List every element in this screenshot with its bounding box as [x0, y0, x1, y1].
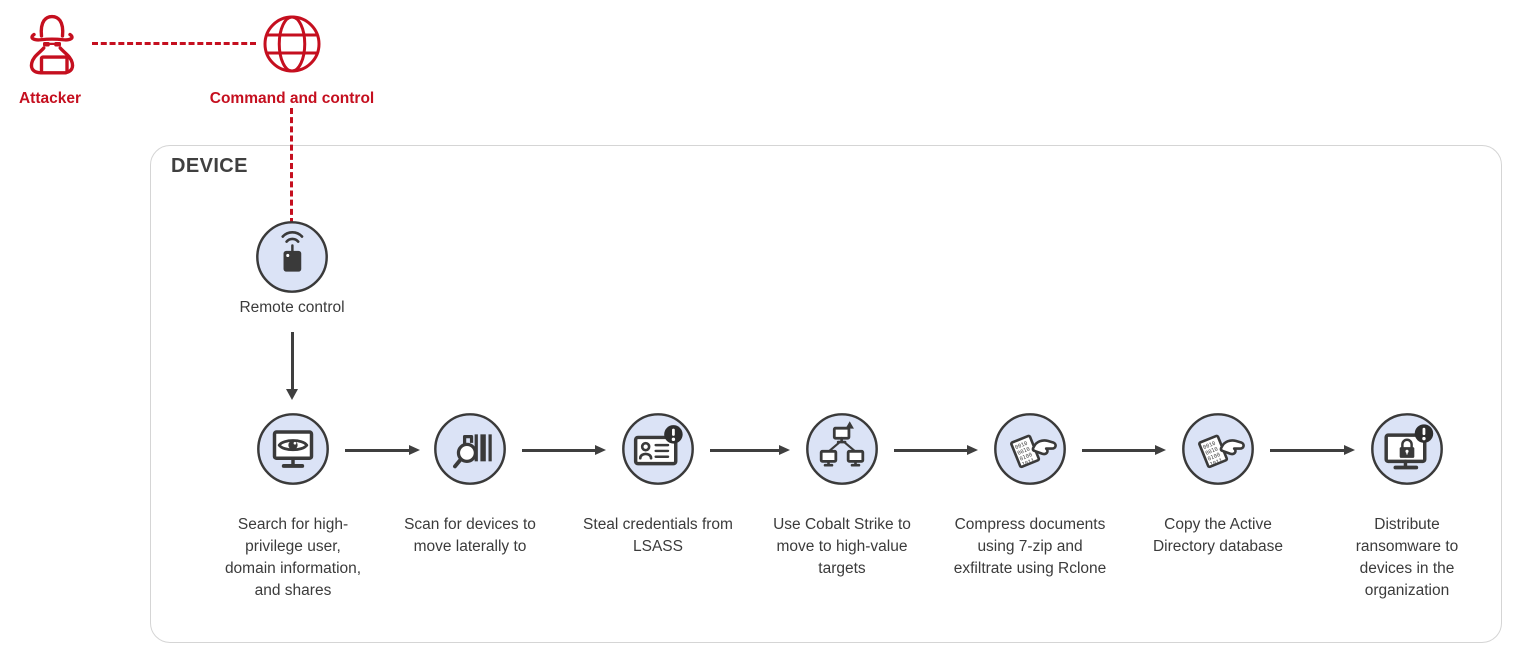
step-label: Use Cobalt Strike to move to high-value … — [773, 516, 911, 577]
id-card-alert-icon — [622, 413, 694, 485]
svg-text:0010: 0010 — [1014, 441, 1028, 451]
svg-text:1011: 1011 — [1021, 458, 1035, 468]
step-distribute-ransomware: Distribute ransomware to devices in the … — [1317, 412, 1497, 602]
command-and-control-label: Command and control — [209, 90, 375, 107]
remote-to-step1-arrow — [286, 332, 297, 400]
step-cobalt-strike: Use Cobalt Strike to move to high-value … — [752, 412, 932, 580]
svg-text:0100: 0100 — [1207, 452, 1221, 462]
svg-text:0010: 0010 — [1202, 441, 1216, 451]
monitor-eye-icon — [257, 413, 329, 485]
step-label: Distribute ransomware to devices in the … — [1355, 516, 1459, 599]
step6-step7-arrow — [1270, 445, 1355, 454]
step-search-high-privilege: Search for high-privilege user, domain i… — [203, 412, 383, 602]
step1-step2-arrow — [345, 445, 420, 454]
remote-control-label: Remote control — [239, 299, 345, 316]
svg-text:0010: 0010 — [1205, 446, 1219, 456]
svg-text:1011: 1011 — [1209, 458, 1223, 468]
svg-text:0010: 0010 — [1017, 446, 1031, 456]
attacker-label: Attacker — [18, 90, 82, 107]
network-devices-alert-icon — [806, 413, 878, 485]
remote-control-icon — [256, 221, 328, 293]
step2-step3-arrow — [522, 445, 606, 454]
step3-step4-arrow — [710, 445, 790, 454]
svg-text:0100: 0100 — [1019, 452, 1033, 462]
barcode-scan-icon — [434, 413, 506, 485]
device-box — [150, 145, 1502, 643]
step-label: Steal credentials from LSASS — [583, 516, 733, 555]
step-label: Compress documents using 7-zip and exfil… — [953, 516, 1107, 577]
step-steal-credentials: Steal credentials from LSASS — [568, 412, 748, 558]
c2-device-dashed-link — [290, 108, 293, 224]
spy-attacker-icon — [29, 14, 75, 75]
step-label: Copy the Active Directory database — [1152, 516, 1284, 555]
step5-step6-arrow — [1082, 445, 1166, 454]
device-box-title: DEVICE — [171, 155, 248, 177]
monitor-lock-alert-icon — [1371, 413, 1443, 485]
step-label: Search for high-privilege user, domain i… — [224, 516, 362, 599]
step-scan-devices: Scan for devices to move laterally to — [380, 412, 560, 558]
step4-step5-arrow — [894, 445, 978, 454]
attacker-c2-dashed-link — [92, 42, 256, 45]
globe-icon — [263, 15, 321, 73]
step-label: Scan for devices to move laterally to — [404, 516, 536, 555]
